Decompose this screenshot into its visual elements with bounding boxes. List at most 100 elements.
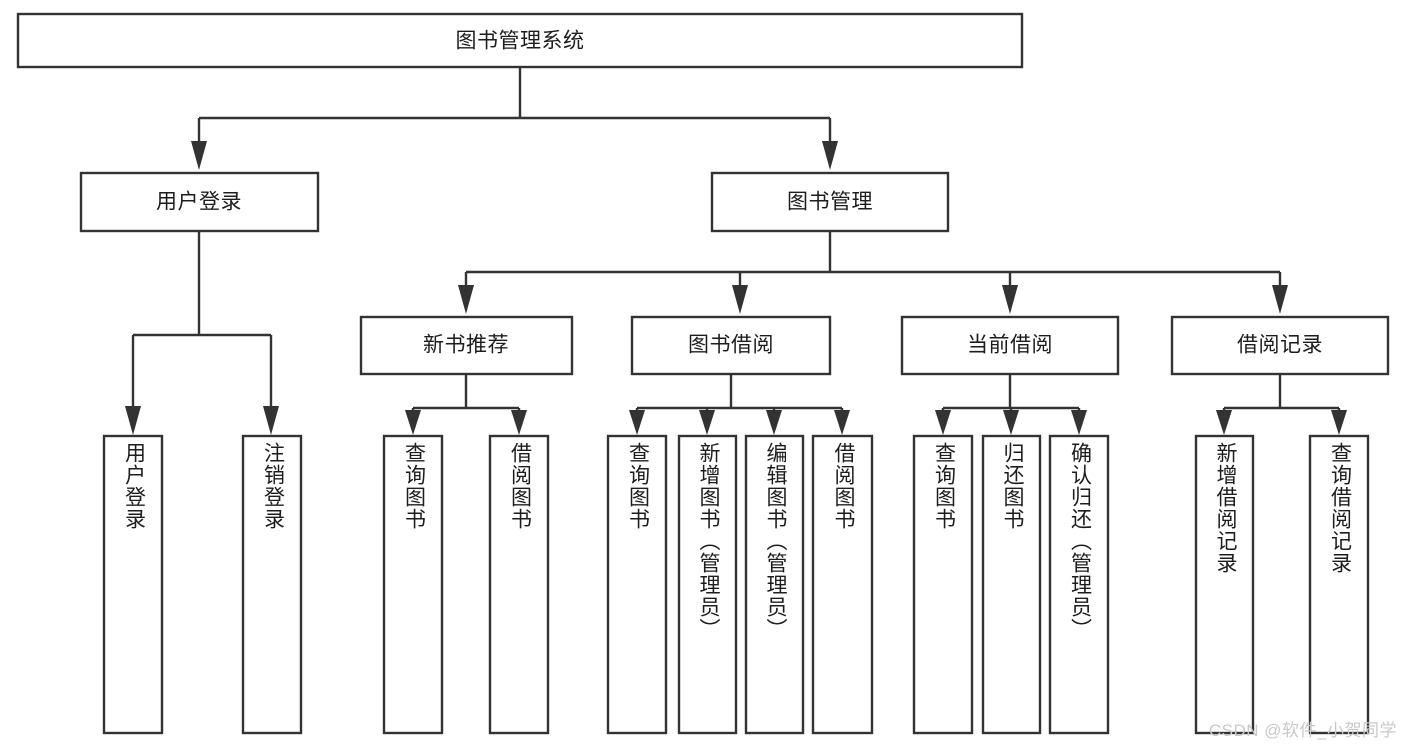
node-leaf-query-book-3-textwrap: 查询图书	[932, 442, 956, 530]
node-leaf-borrow-book-1-box[interactable]	[488, 434, 550, 735]
node-leaf-borrow-book-2-box[interactable]	[811, 434, 874, 735]
node-leaf-add-record-box[interactable]	[1194, 434, 1255, 735]
node-leaf-query-book-1-box[interactable]	[382, 434, 444, 735]
arrow-head-icon	[822, 141, 838, 170]
node-leaf-user-login-box[interactable]	[102, 434, 164, 735]
node-leaf-add-record-label: 新增借阅记录	[1213, 442, 1237, 574]
node-leaf-query-book-2-textwrap: 查询图书	[626, 442, 650, 530]
node-new-book-rec[interactable]: 新书推荐	[359, 315, 574, 376]
node-leaf-add-book-label: 新增图书（管理员）	[696, 442, 720, 640]
node-leaf-query-record[interactable]: 查询借阅记录	[1308, 434, 1370, 735]
node-leaf-user-login-textwrap: 用户登录	[122, 442, 146, 530]
node-leaf-query-book-2-box[interactable]	[606, 434, 668, 735]
connector-borrow-record-to-leaves	[1216, 374, 1347, 435]
node-leaf-add-record-textwrap: 新增借阅记录	[1213, 442, 1237, 574]
node-leaf-add-book[interactable]: 新增图书（管理员）	[677, 434, 738, 735]
arrow-head-icon	[766, 410, 782, 435]
node-new-book-rec-box[interactable]	[359, 315, 574, 376]
arrow-head-icon	[405, 410, 421, 435]
node-book-manage[interactable]: 图书管理	[710, 171, 950, 233]
connector-user-login-to-leaves	[125, 231, 279, 435]
node-leaf-query-book-1-textwrap: 查询图书	[402, 442, 425, 530]
arrow-head-icon	[511, 410, 527, 435]
node-user-login[interactable]: 用户登录	[79, 171, 320, 233]
node-leaf-borrow-book-2-textwrap: 借阅图书	[831, 442, 855, 530]
watermark-text: CSDN @软件_小贺同学	[1208, 721, 1397, 740]
node-leaf-confirm-return-box[interactable]	[1048, 434, 1110, 735]
arrow-head-icon	[1002, 285, 1018, 314]
node-root[interactable]: 图书管理系统	[16, 12, 1024, 69]
node-leaf-logout-textwrap: 注销登录	[261, 442, 285, 530]
node-leaf-logout-box[interactable]	[241, 434, 303, 735]
arrow-head-icon	[732, 285, 748, 314]
arrow-head-icon	[629, 410, 645, 435]
node-leaf-add-book-box[interactable]	[677, 434, 738, 735]
node-new-book-rec-label: 新书推荐	[423, 334, 509, 357]
node-leaf-borrow-book-1-textwrap: 借阅图书	[508, 442, 532, 530]
node-leaf-return-book-box[interactable]	[981, 434, 1042, 735]
node-leaf-add-record[interactable]: 新增借阅记录	[1194, 434, 1255, 735]
arrow-head-icon	[125, 406, 141, 435]
node-leaf-edit-book-label: 编辑图书（管理员）	[763, 442, 787, 640]
arrow-head-icon	[834, 410, 850, 435]
node-leaf-logout-label: 注销登录	[261, 442, 285, 530]
node-leaf-user-login[interactable]: 用户登录	[102, 434, 164, 735]
arrow-head-icon	[458, 285, 474, 314]
node-leaf-user-login-label: 用户登录	[122, 442, 146, 530]
node-current-borrow-label: 当前借阅	[967, 334, 1053, 357]
node-leaf-confirm-return-textwrap: 确认归还（管理员）	[1068, 442, 1092, 640]
node-leaf-query-book-3-label: 查询图书	[932, 442, 956, 530]
node-leaf-edit-book-box[interactable]	[744, 434, 805, 735]
node-leaf-confirm-return-label: 确认归还（管理员）	[1068, 442, 1092, 640]
connector-root-to-level2	[191, 67, 838, 170]
node-leaf-add-book-textwrap: 新增图书（管理员）	[696, 442, 720, 640]
node-borrow-record-label: 借阅记录	[1237, 334, 1323, 357]
node-book-borrow[interactable]: 图书借阅	[630, 315, 832, 376]
node-book-manage-label: 图书管理	[787, 191, 873, 214]
node-leaf-query-record-label: 查询借阅记录	[1328, 442, 1352, 574]
node-borrow-record[interactable]: 借阅记录	[1170, 315, 1390, 376]
node-user-login-box[interactable]	[79, 171, 320, 233]
node-leaf-confirm-return[interactable]: 确认归还（管理员）	[1048, 434, 1110, 735]
node-leaf-borrow-book-1-label: 借阅图书	[508, 442, 532, 530]
arrow-head-icon	[699, 410, 715, 435]
connector-book-borrow-to-leaves	[629, 374, 850, 435]
node-current-borrow[interactable]: 当前借阅	[900, 315, 1120, 376]
node-book-manage-box[interactable]	[710, 171, 950, 233]
node-leaf-logout[interactable]: 注销登录	[241, 434, 303, 735]
connector-new-book-rec-to-leaves	[405, 374, 527, 435]
node-leaf-query-book-2-label: 查询图书	[626, 442, 650, 530]
node-root-label: 图书管理系统	[456, 30, 585, 53]
arrow-head-icon	[1003, 410, 1019, 435]
arrow-head-icon	[1216, 410, 1232, 435]
node-leaf-return-book-textwrap: 归还图书	[1000, 442, 1024, 530]
node-root-box[interactable]	[16, 12, 1024, 69]
node-leaf-query-book-1[interactable]: 查询图书	[382, 434, 444, 735]
node-leaf-query-book-2[interactable]: 查询图书	[606, 434, 668, 735]
node-user-login-label: 用户登录	[156, 191, 242, 214]
arrow-head-icon	[191, 141, 207, 170]
node-leaf-borrow-book-2[interactable]: 借阅图书	[811, 434, 874, 735]
connector-current-borrow-to-leaves	[935, 374, 1087, 435]
node-leaf-edit-book[interactable]: 编辑图书（管理员）	[744, 434, 805, 735]
arrow-head-icon	[935, 410, 951, 435]
node-leaf-edit-book-textwrap: 编辑图书（管理员）	[763, 442, 787, 640]
node-leaf-query-book-3-box[interactable]	[912, 434, 974, 735]
node-leaf-borrow-book-2-label: 借阅图书	[831, 442, 855, 530]
node-borrow-record-box[interactable]	[1170, 315, 1390, 376]
arrow-head-icon	[1331, 410, 1347, 435]
node-leaf-return-book[interactable]: 归还图书	[981, 434, 1042, 735]
node-leaf-query-book-3[interactable]: 查询图书	[912, 434, 974, 735]
connector-book-manage-to-level3	[458, 231, 1288, 314]
node-leaf-borrow-book-1[interactable]: 借阅图书	[488, 434, 550, 735]
arrow-head-icon	[1071, 410, 1087, 435]
node-leaf-query-record-textwrap: 查询借阅记录	[1328, 442, 1352, 574]
node-leaf-return-book-label: 归还图书	[1000, 442, 1024, 530]
node-leaf-query-record-box[interactable]	[1308, 434, 1370, 735]
arrow-head-icon	[263, 406, 279, 435]
node-current-borrow-box[interactable]	[900, 315, 1120, 376]
node-book-borrow-label: 图书借阅	[688, 334, 774, 357]
node-book-borrow-box[interactable]	[630, 315, 832, 376]
